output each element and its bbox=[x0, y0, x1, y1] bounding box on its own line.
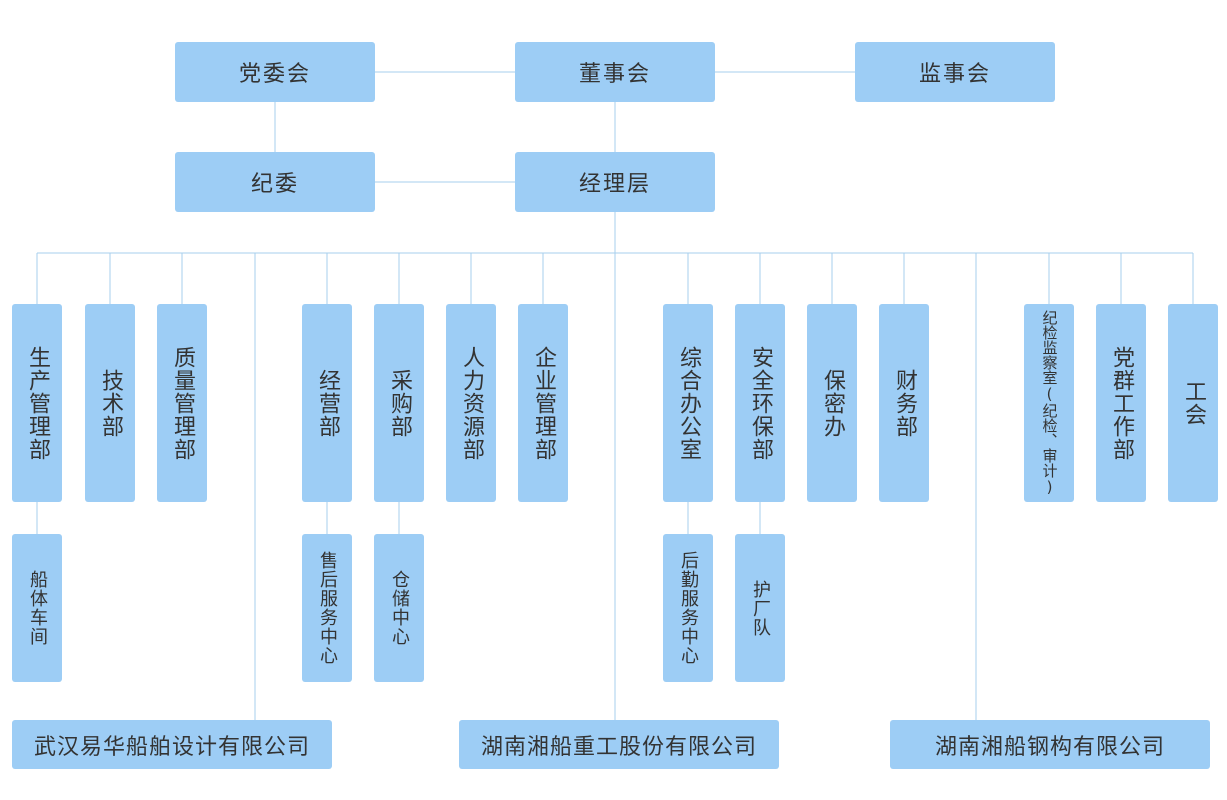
dept-technology: 技术部 bbox=[85, 304, 135, 502]
sub-unit-label: 船体车间 bbox=[27, 570, 48, 646]
sub-unit-label: 护厂队 bbox=[750, 579, 771, 637]
dept-quality: 质量管理部 bbox=[157, 304, 207, 502]
dept-production: 生产管理部 bbox=[12, 304, 62, 502]
sub-logistics: 后勤服务中心 bbox=[663, 534, 713, 682]
dept-business: 经营部 bbox=[302, 304, 352, 502]
company-label: 湖南湘船钢构有限公司 bbox=[934, 734, 1165, 760]
discipline-committee-box: 纪委 bbox=[175, 152, 375, 212]
dept-label: 企业管理部 bbox=[531, 345, 556, 461]
dept-label: 保密办 bbox=[820, 368, 845, 438]
dept-safety-env: 安全环保部 bbox=[735, 304, 785, 502]
sub-hull-workshop: 船体车间 bbox=[12, 534, 62, 682]
dept-label: 工会 bbox=[1181, 380, 1206, 426]
management-label: 经理层 bbox=[578, 172, 651, 197]
party-committee-label: 党委会 bbox=[238, 62, 311, 87]
dept-enterprise-mgmt: 企业管理部 bbox=[518, 304, 568, 502]
sub-warehouse: 仓储中心 bbox=[374, 534, 424, 682]
discipline-committee-label: 纪委 bbox=[250, 172, 299, 197]
board-box: 董事会 bbox=[515, 42, 715, 102]
dept-label: 质量管理部 bbox=[170, 345, 195, 461]
supervisory-board-box: 监事会 bbox=[855, 42, 1055, 102]
dept-label: 综合办公室 bbox=[676, 345, 701, 461]
dept-procurement: 采购部 bbox=[374, 304, 424, 502]
dept-label: 经营部 bbox=[315, 368, 340, 438]
dept-party-mass: 党群工作部 bbox=[1096, 304, 1146, 502]
company-label: 武汉易华船舶设计有限公司 bbox=[33, 734, 310, 760]
sub-guard-team: 护厂队 bbox=[735, 534, 785, 682]
sub-unit-label: 仓储中心 bbox=[389, 570, 410, 646]
sub-unit-label: 后勤服务中心 bbox=[678, 551, 699, 665]
board-label: 董事会 bbox=[578, 62, 651, 87]
dept-label: 党群工作部 bbox=[1109, 345, 1134, 461]
dept-confidentiality: 保密办 bbox=[807, 304, 857, 502]
company-hunan-xiangchuan-heavy: 湖南湘船重工股份有限公司 bbox=[459, 720, 779, 769]
company-wuhan-yihua: 武汉易华船舶设计有限公司 bbox=[12, 720, 332, 769]
sub-unit-label: 售后服务中心 bbox=[317, 551, 338, 665]
dept-union: 工会 bbox=[1168, 304, 1218, 502]
sub-after-sales: 售后服务中心 bbox=[302, 534, 352, 682]
dept-label: 财务部 bbox=[892, 368, 917, 438]
dept-label: 安全环保部 bbox=[748, 345, 773, 461]
company-label: 湖南湘船重工股份有限公司 bbox=[480, 734, 757, 760]
dept-label: 纪检监察室(纪检、审计) bbox=[1040, 310, 1059, 496]
dept-label: 生产管理部 bbox=[25, 345, 50, 461]
dept-discipline-inspection: 纪检监察室(纪检、审计) bbox=[1024, 304, 1074, 502]
company-hunan-xiangchuan-steel: 湖南湘船钢构有限公司 bbox=[890, 720, 1210, 769]
dept-label: 采购部 bbox=[387, 368, 412, 438]
dept-label: 人力资源部 bbox=[459, 345, 484, 461]
dept-finance: 财务部 bbox=[879, 304, 929, 502]
party-committee-box: 党委会 bbox=[175, 42, 375, 102]
dept-general-office: 综合办公室 bbox=[663, 304, 713, 502]
supervisory-board-label: 监事会 bbox=[918, 62, 991, 87]
dept-label: 技术部 bbox=[98, 368, 123, 438]
dept-hr: 人力资源部 bbox=[446, 304, 496, 502]
management-box: 经理层 bbox=[515, 152, 715, 212]
